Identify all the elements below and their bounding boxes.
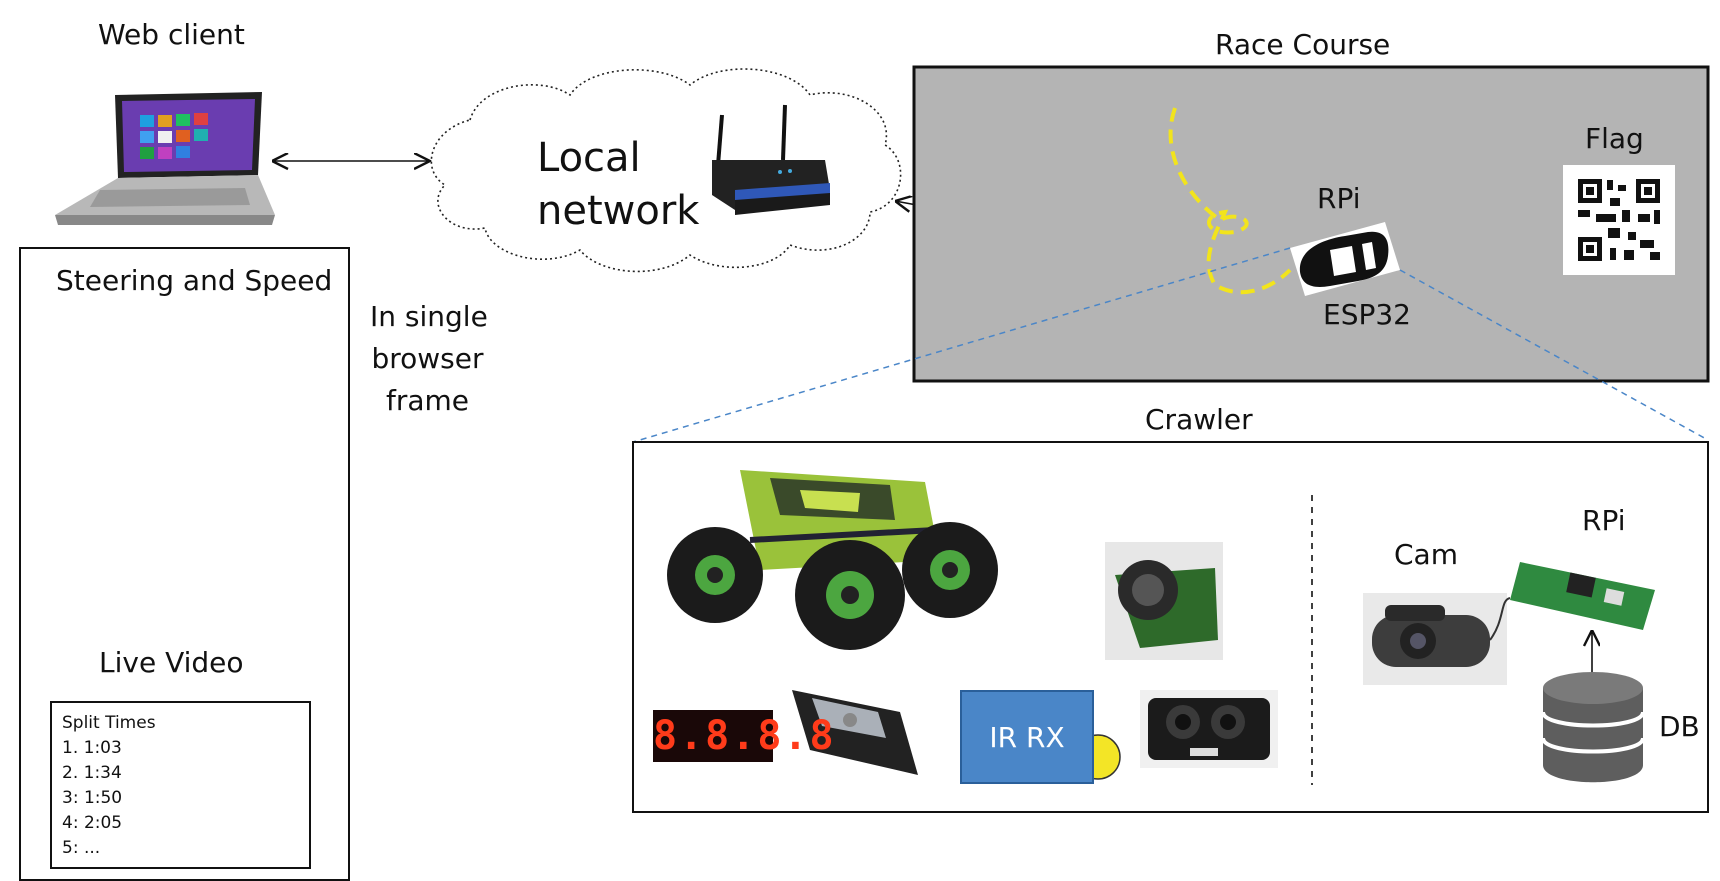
network-label-line-2: network	[537, 188, 700, 234]
flag-label: Flag	[1585, 122, 1644, 155]
split-time-entry: 4: 2:05	[62, 813, 123, 833]
split-times-box: Split Times 1. 1:03 2. 1:34 3: 1:50 4: 2…	[50, 701, 311, 869]
crawler-rpi-label: RPi	[1582, 504, 1626, 537]
race-course-title: Race Course	[1215, 28, 1391, 61]
ir-receiver-box: IR RX	[960, 690, 1094, 784]
ultrasonic-sensor-image	[1105, 542, 1223, 660]
car-esp32-label: ESP32	[1323, 298, 1411, 331]
frame-note-line-1: In single	[370, 300, 488, 333]
network-label-line-1: Local	[537, 135, 641, 181]
raspberry-pi-image	[1510, 562, 1655, 630]
database-icon	[1541, 672, 1645, 783]
zoom-line-left	[632, 247, 1291, 443]
split-time-entry: 2. 1:34	[62, 763, 122, 783]
laptop-icon	[55, 92, 275, 225]
car-rpi-label: RPi	[1317, 182, 1361, 215]
frame-note-line-2: browser	[371, 342, 484, 375]
esp32-board-image	[792, 690, 918, 775]
split-time-entry: 1. 1:03	[62, 738, 122, 758]
race-track-path	[1168, 107, 1292, 295]
web-client-title: Web client	[98, 18, 245, 51]
crawler-title: Crawler	[1145, 403, 1253, 436]
seven-segment-display: 8.8.8.8	[653, 710, 834, 762]
zoom-line-right	[1399, 269, 1709, 441]
qr-code-icon	[1563, 165, 1675, 275]
car-icon	[1290, 222, 1400, 296]
crawler-truck-image	[667, 470, 998, 650]
db-label: DB	[1659, 710, 1700, 743]
lidar-sensor-image	[1140, 690, 1278, 768]
router-icon	[712, 104, 830, 215]
steering-speed-label: Steering and Speed	[56, 264, 333, 297]
network-cloud	[430, 68, 902, 273]
split-time-entry: 3: 1:50	[62, 788, 123, 808]
split-time-entry: 5: ...	[62, 838, 101, 858]
webcam-image	[1363, 593, 1511, 685]
cam-label: Cam	[1394, 538, 1458, 571]
split-times-title: Split Times	[62, 713, 156, 733]
live-video-label: Live Video	[99, 646, 244, 679]
frame-note-line-3: frame	[385, 384, 470, 417]
